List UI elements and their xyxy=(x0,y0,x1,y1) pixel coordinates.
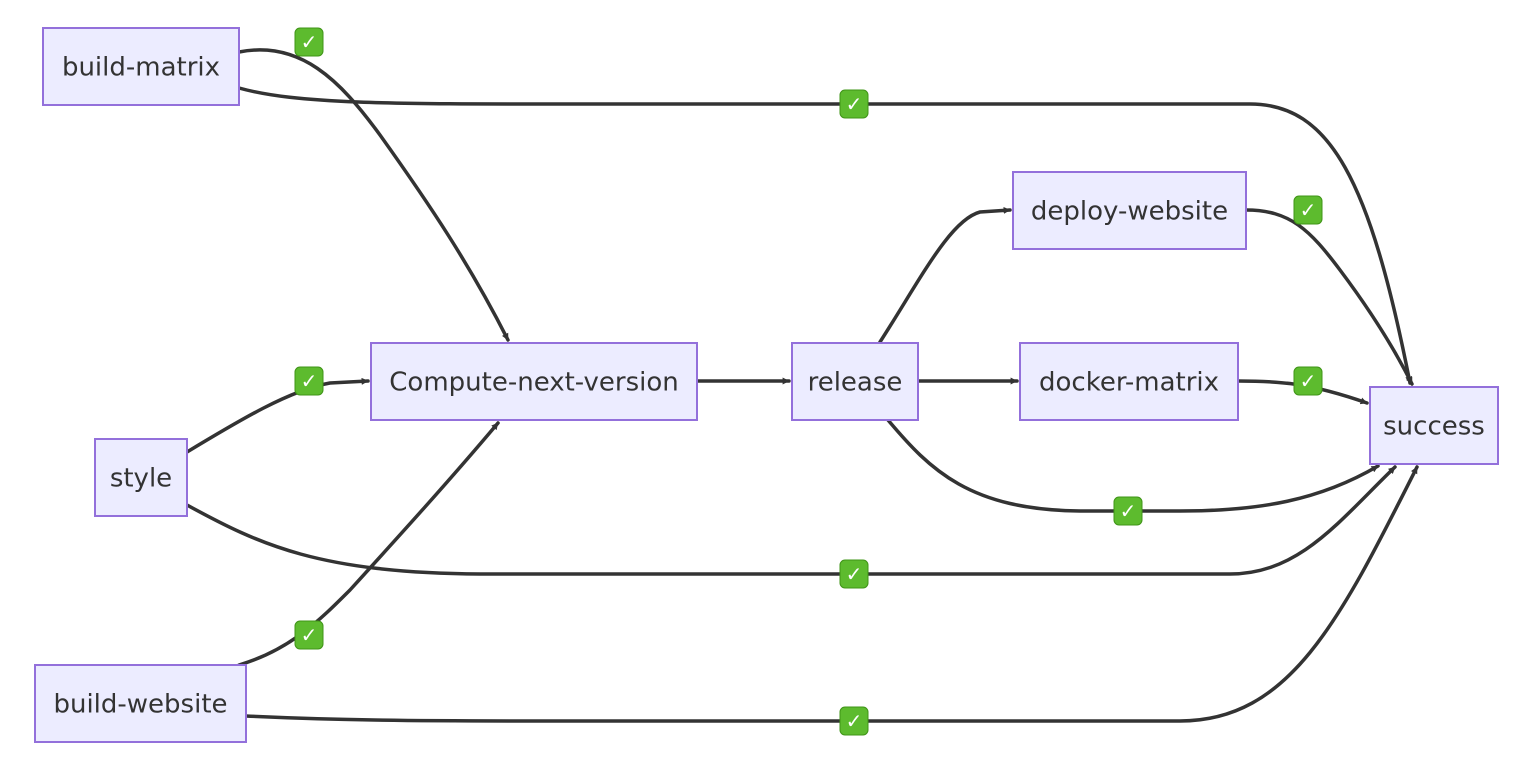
check-mark-button-icon: ✓ xyxy=(839,706,869,736)
edge-label: ✓ xyxy=(301,369,318,393)
edge-label: ✓ xyxy=(1300,198,1317,222)
node-box[interactable] xyxy=(34,664,247,743)
check-badge-background xyxy=(1293,195,1323,225)
edge-label: ✓ xyxy=(1120,499,1137,523)
node-label: release xyxy=(808,368,903,398)
check-badge-background xyxy=(839,559,869,589)
edge-build-matrix-to-success xyxy=(237,86,1413,385)
check-badge-background xyxy=(1293,366,1323,396)
check-badge-background xyxy=(294,27,324,57)
edge-label: ✓ xyxy=(846,709,863,733)
check-mark-button-icon: ✓ xyxy=(294,366,324,396)
edge-build-website-to-compute-next-version xyxy=(237,421,500,667)
node-deploy-website[interactable]: deploy-website xyxy=(1012,171,1247,250)
edge-label: ✓ xyxy=(1300,369,1317,393)
node-label: build-matrix xyxy=(62,53,220,83)
edge-label: ✓ xyxy=(301,623,318,647)
edge-label: ✓ xyxy=(846,562,863,586)
check-mark-button-icon: ✓ xyxy=(294,27,324,57)
check-mark-button-icon: ✓ xyxy=(294,620,324,650)
node-box[interactable] xyxy=(370,342,698,421)
edge-release-to-deploy-website xyxy=(878,206,1012,344)
node-box[interactable] xyxy=(42,27,240,106)
node-build-matrix[interactable]: build-matrix xyxy=(42,27,240,106)
node-label: docker-matrix xyxy=(1039,368,1219,398)
node-box[interactable] xyxy=(1019,342,1239,421)
node-style[interactable]: style xyxy=(94,438,188,517)
node-compute-next-version[interactable]: Compute-next-version xyxy=(370,342,698,421)
check-badge-background xyxy=(839,89,869,119)
node-docker-matrix[interactable]: docker-matrix xyxy=(1019,342,1239,421)
nodes-layer: build-matrix style build-website Compute-ne… xyxy=(34,27,1499,743)
check-badge-background xyxy=(1113,496,1143,526)
node-box[interactable] xyxy=(1012,171,1247,250)
node-label: style xyxy=(110,464,172,494)
node-label: Compute-next-version xyxy=(389,368,678,398)
check-badge-background xyxy=(294,366,324,396)
edge-label: ✓ xyxy=(846,92,863,116)
check-mark-button-icon: ✓ xyxy=(839,89,869,119)
edge-build-website-to-success xyxy=(244,465,1419,723)
node-label: build-website xyxy=(53,690,227,720)
node-build-website[interactable]: build-website xyxy=(34,664,247,743)
check-mark-button-icon: ✓ xyxy=(1113,496,1143,526)
check-mark-button-icon: ✓ xyxy=(839,559,869,589)
node-label: deploy-website xyxy=(1031,197,1228,227)
edge-labels-layer: ✓ ✓ ✓ ✓ ✓ ✓ ✓ ✓ ✓ xyxy=(294,27,1323,736)
edge-deploy-website-to-success xyxy=(1244,208,1414,386)
edge-build-matrix-to-compute-next-version xyxy=(237,48,510,342)
node-label: success xyxy=(1383,412,1485,442)
edge-label: ✓ xyxy=(301,30,318,54)
edge-release-to-success xyxy=(886,418,1380,513)
check-badge-background xyxy=(839,706,869,736)
check-mark-button-icon: ✓ xyxy=(1293,195,1323,225)
node-box[interactable] xyxy=(1369,386,1499,465)
node-box[interactable] xyxy=(791,342,919,421)
node-release[interactable]: release xyxy=(791,342,919,421)
check-mark-button-icon: ✓ xyxy=(1293,366,1323,396)
edge-style-to-success xyxy=(185,465,1397,576)
check-badge-background xyxy=(294,620,324,650)
node-box[interactable] xyxy=(94,438,188,517)
edge-style-to-compute-next-version xyxy=(185,377,370,454)
node-success[interactable]: success xyxy=(1369,386,1499,465)
edges-layer xyxy=(185,48,1419,723)
